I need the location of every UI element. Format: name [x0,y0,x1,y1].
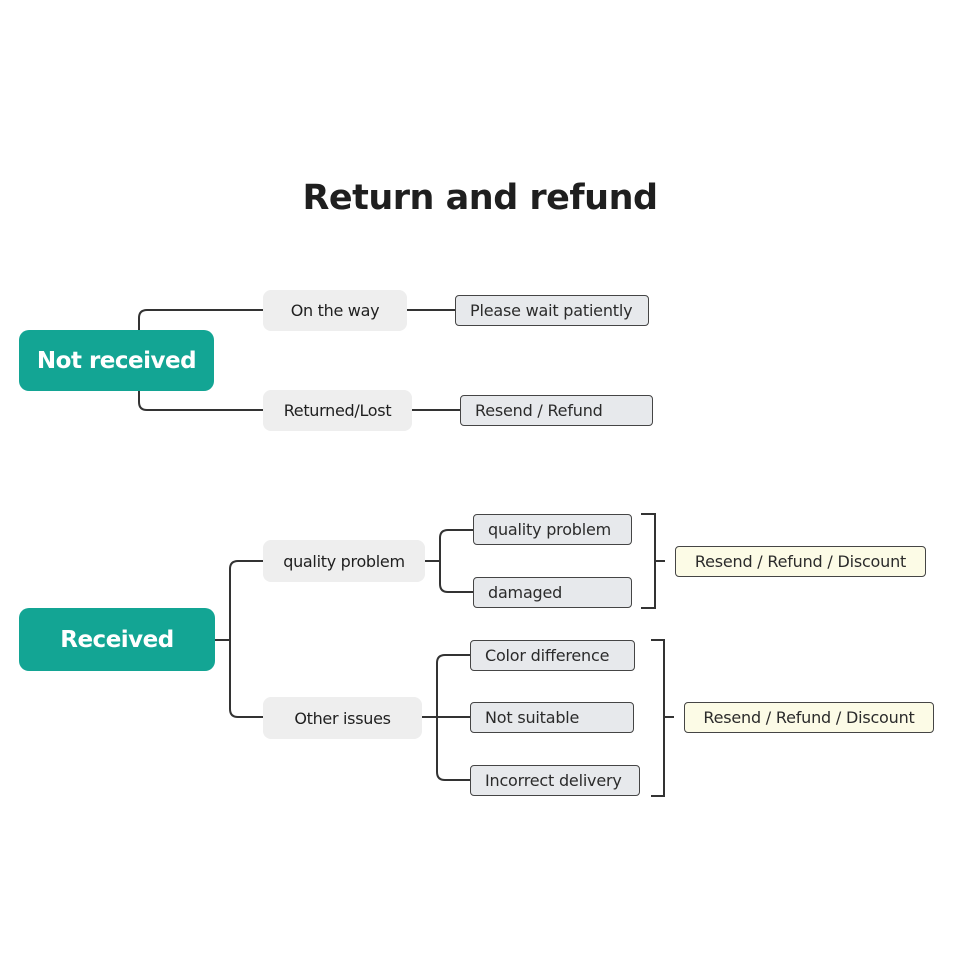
connector-received-other [229,640,263,718]
item-incorrect-delivery: Incorrect delivery [470,765,640,796]
root-node-not-received: Not received [19,330,214,391]
connector-other-item-1 [436,654,470,717]
item-quality-problem: quality problem [473,514,632,545]
item-damaged: damaged [473,577,632,608]
bracket-quality [641,513,665,609]
node-returned-lost: Returned/Lost [263,390,412,431]
connector-received-quality [229,560,263,640]
item-not-suitable: Not suitable [470,702,634,733]
node-quality-problem: quality problem [263,540,425,582]
connector-other-item-3 [436,717,470,781]
outcome-other-resend-refund-discount: Resend / Refund / Discount [684,702,934,733]
outcome-please-wait: Please wait patiently [455,295,649,326]
node-other-issues: Other issues [263,697,422,739]
bracket-other [651,639,674,797]
outcome-quality-resend-refund-discount: Resend / Refund / Discount [675,546,926,577]
outcome-resend-refund: Resend / Refund [460,395,653,426]
root-node-received: Received [19,608,215,671]
connector-quality-item-1 [439,529,473,561]
connector-not-received-on-the-way [138,309,263,330]
diagram-title: Return and refund [302,178,658,218]
connector-not-received-returned [138,391,263,411]
connector-quality-item-2 [439,561,473,593]
node-on-the-way: On the way [263,290,407,331]
item-color-difference: Color difference [470,640,635,671]
